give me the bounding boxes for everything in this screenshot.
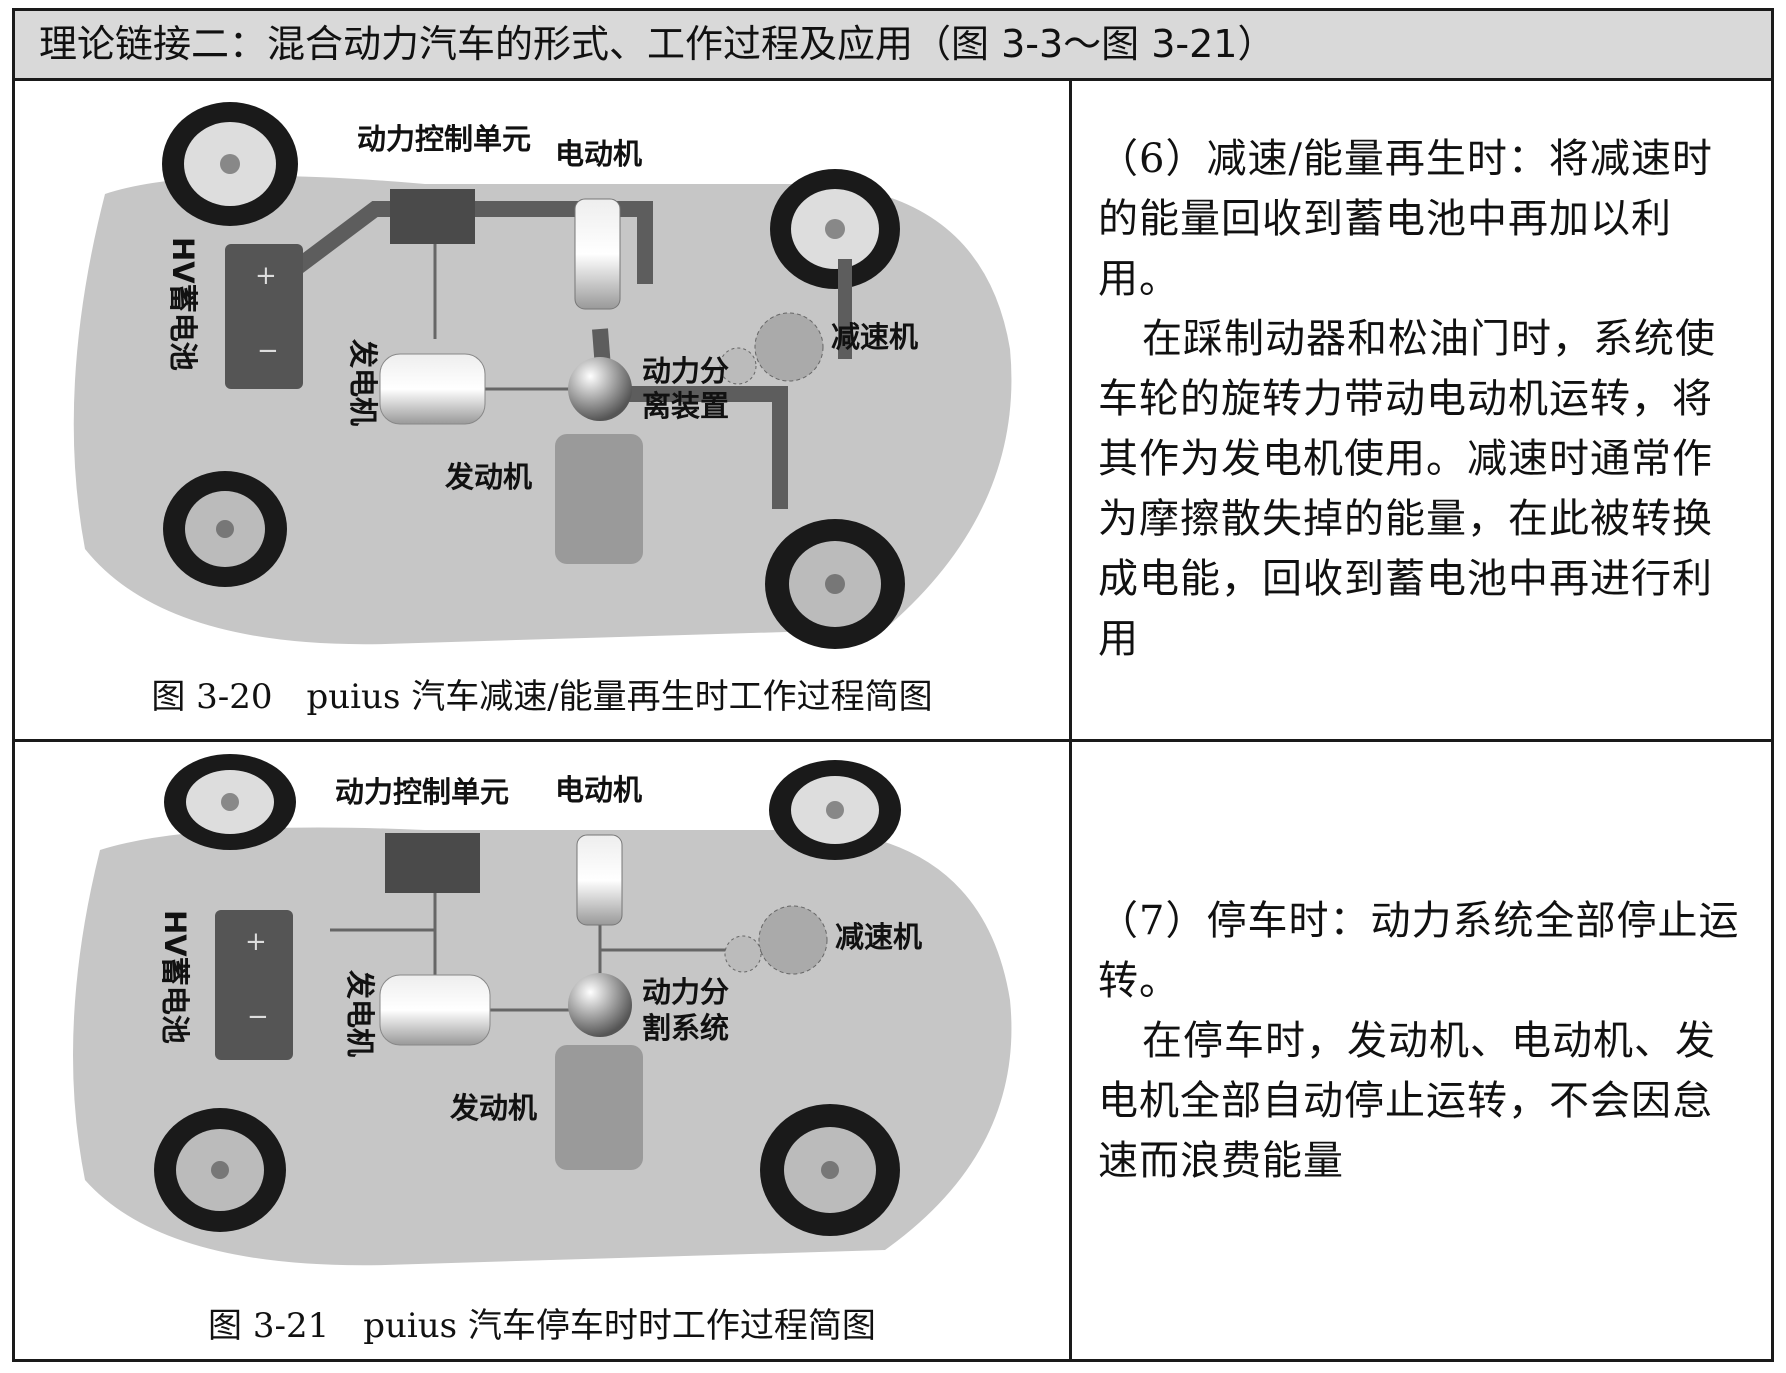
- label-motor: 电动机: [555, 773, 642, 807]
- svg-text:−: −: [247, 1002, 269, 1032]
- label-reducer: 减速机: [835, 920, 922, 954]
- wheel-front-right: [770, 169, 900, 289]
- power-split-ball: [568, 973, 632, 1037]
- wheel-front-right: [769, 760, 901, 860]
- reducer-gear-small: [719, 347, 757, 385]
- car-body-silhouette: [73, 176, 1012, 645]
- figure-3-21-cell: +− 动力控制单元 电动机 HV蓄电池 发电机 动力分 割系统 减速机 发动机 …: [15, 742, 1069, 1359]
- svg-text:+: +: [245, 927, 267, 957]
- section-6-heading: （6）减速/能量再生时：将减速时的能量回收到蓄电池中再加以利用。: [1098, 136, 1713, 302]
- power-split-ball: [568, 357, 632, 421]
- content-table: 理论链接二：混合动力汽车的形式、工作过程及应用（图 3-3～图 3-21）: [12, 8, 1774, 1362]
- figure-3-21-diagram: + − 动力控制单元 电动机 HV蓄电池 发电机 动力分 割系统 减速机 发动机: [73, 754, 1012, 1266]
- generator-cylinder: [379, 974, 491, 1046]
- label-generator: 发电机: [346, 338, 380, 426]
- engine-block: [555, 434, 643, 564]
- label-reducer: 减速机: [831, 320, 918, 354]
- label-splitter-2: 割系统: [642, 1011, 729, 1045]
- engine-block: [555, 1045, 643, 1170]
- section-7-text: （7）停车时：动力系统全部停止运转。 在停车时，发动机、电动机、发电机全部自动停…: [1072, 891, 1774, 1191]
- figure-3-20-cell: +− 动力控制单元 电动机 HV蓄电池 发电机 动力分 离装置 减速机 发动机 …: [15, 81, 1069, 739]
- label-battery: HV蓄电池: [166, 237, 200, 371]
- section-7-heading: （7）停车时：动力系统全部停止运转。: [1098, 898, 1740, 1004]
- figure-3-21-caption: 图 3-21 puius 汽车停车时时工作过程简图: [208, 1306, 876, 1346]
- section-7-body: 在停车时，发动机、电动机、发电机全部自动停止运转，不会因怠速而浪费能量: [1098, 1018, 1716, 1184]
- battery-box: [225, 244, 303, 389]
- wheel-rear-left: [163, 471, 287, 587]
- label-engine: 发动机: [449, 1091, 537, 1125]
- section-6-body: 在踩制动器和松油门时，系统使车轮的旋转力带动电动机运转，将其作为发电机使用。减速…: [1098, 316, 1716, 662]
- reducer-gear-large: [758, 905, 828, 975]
- label-engine: 发动机: [444, 460, 532, 494]
- reducer-gear-small: [724, 935, 762, 973]
- label-generator: 发电机: [343, 969, 377, 1057]
- figure-3-20-caption: 图 3-20 puius 汽车减速/能量再生时工作过程简图: [151, 677, 933, 717]
- label-pcu: 动力控制单元: [357, 122, 531, 156]
- wheel-rear-right: [760, 1104, 900, 1236]
- pcu-box: [385, 833, 480, 893]
- label-motor: 电动机: [555, 137, 642, 171]
- column-divider: [1069, 81, 1072, 1359]
- wheel-front-left: [162, 102, 298, 226]
- row-divider: [15, 739, 1771, 742]
- reducer-gear-large: [754, 312, 824, 382]
- label-battery: HV蓄电池: [158, 910, 192, 1044]
- wheel-front-left: [164, 754, 296, 850]
- pcu-box: [390, 189, 475, 244]
- label-splitter-2: 离装置: [642, 389, 729, 423]
- label-pcu: 动力控制单元: [335, 775, 509, 809]
- svg-text:−: −: [257, 336, 279, 366]
- label-splitter-1: 动力分: [642, 975, 729, 1009]
- generator-cylinder: [379, 353, 486, 425]
- label-splitter-1: 动力分: [642, 354, 729, 388]
- motor-cylinder: [574, 198, 621, 310]
- motor-cylinder: [576, 834, 623, 926]
- figure-3-20-diagram: + − 动力控制单元 电动机 HV蓄电池 发电机 动力分 离装置 减速机 发动机: [73, 102, 1012, 649]
- section-6-text: （6）减速/能量再生时：将减速时的能量回收到蓄电池中再加以利用。 在踩制动器和松…: [1072, 129, 1774, 669]
- section-header: 理论链接二：混合动力汽车的形式、工作过程及应用（图 3-3～图 3-21）: [15, 11, 1771, 81]
- wheel-rear-right: [765, 519, 905, 649]
- battery-box: [215, 910, 293, 1060]
- svg-text:+: +: [255, 261, 277, 291]
- wheel-rear-left: [154, 1108, 286, 1232]
